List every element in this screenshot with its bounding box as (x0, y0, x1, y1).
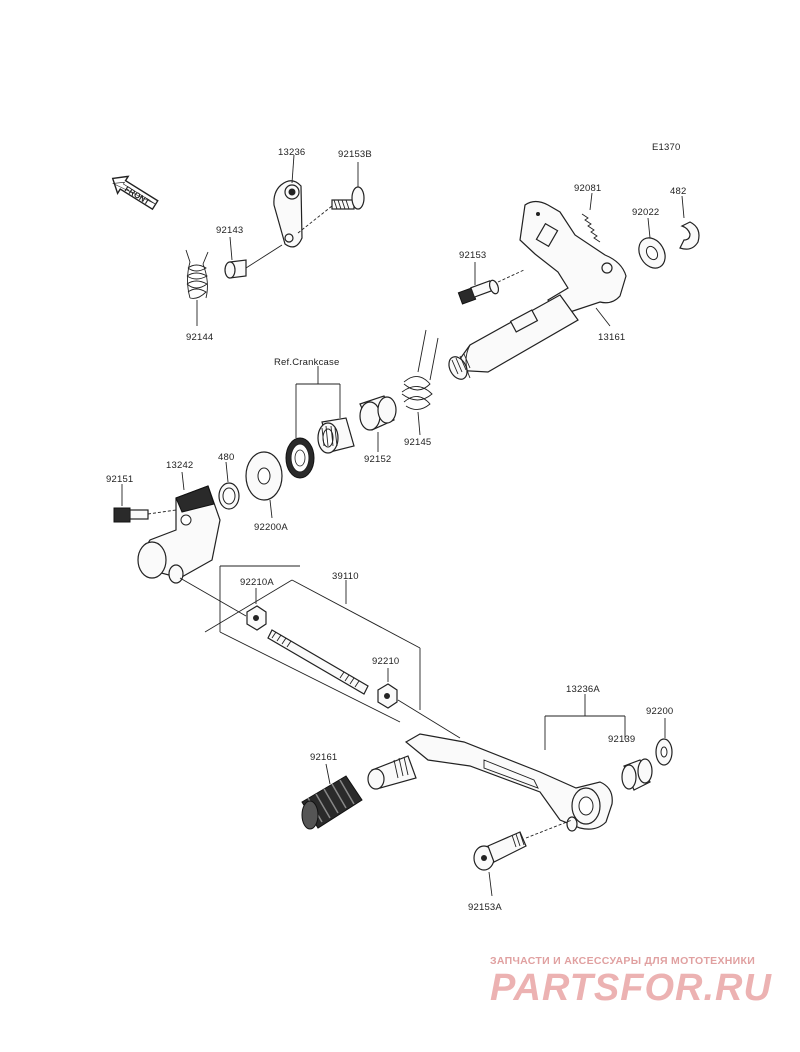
part-13236a-pedal (367, 733, 613, 832)
watermark-tagline: ЗАПЧАСТИ И АКСЕССУАРЫ ДЛЯ МОТОТЕХНИКИ (490, 955, 755, 967)
label-13236: 13236 (278, 147, 305, 158)
part-92153-bolt (457, 262, 525, 305)
part-480-circlip (218, 461, 240, 510)
part-482-circlip (679, 195, 700, 250)
part-13161-shift-shaft (448, 200, 627, 380)
diagram-code: E1370 (652, 142, 680, 153)
part-92145-spring (401, 329, 439, 436)
ref-crankcase-label: Ref.Crankcase (274, 357, 339, 368)
label-39110: 39110 (332, 571, 359, 582)
label-92143: 92143 (216, 225, 243, 236)
part-92139-collar (621, 758, 653, 791)
label-92200a: 92200A (254, 522, 288, 533)
label-482: 482 (670, 186, 686, 197)
label-92144: 92144 (186, 332, 213, 343)
label-92153: 92153 (459, 250, 486, 261)
part-oil-seal (285, 437, 315, 479)
part-92081-spring (581, 192, 601, 243)
part-92161-rubber (301, 763, 363, 830)
part-92151-bolt (113, 484, 177, 523)
ref-crankcase-bracket (295, 366, 341, 438)
part-39110-bracket (204, 565, 421, 723)
label-480: 480 (218, 452, 234, 463)
part-92200-washer (655, 718, 673, 766)
label-92151: 92151 (106, 474, 133, 485)
part-92210-nut (377, 668, 461, 739)
label-92153a: 92153A (468, 902, 502, 913)
label-92139: 92139 (608, 734, 635, 745)
label-92152: 92152 (364, 454, 391, 465)
label-13236a: 13236A (566, 684, 600, 695)
label-92022: 92022 (632, 207, 659, 218)
label-92145: 92145 (404, 437, 431, 448)
part-92200a-washer (245, 451, 283, 519)
part-92152-collar (359, 395, 397, 452)
label-92210: 92210 (372, 656, 399, 667)
label-92200: 92200 (646, 706, 673, 717)
label-92153b: 92153B (338, 149, 372, 160)
part-92153a-bolt (473, 819, 573, 897)
watermark-brand: PARTSFOR.RU (490, 967, 772, 1009)
part-92022-washer (638, 217, 666, 269)
label-92081: 92081 (574, 183, 601, 194)
label-13161: 13161 (598, 332, 625, 343)
part-tie-rod (267, 629, 369, 695)
part-92153b-bolt (297, 162, 365, 234)
label-13242: 13242 (166, 460, 193, 471)
part-92210a-nut (179, 577, 267, 631)
front-arrow-icon: FRONT (111, 175, 159, 211)
part-needle-bearing (317, 417, 355, 454)
part-92143-collar (224, 236, 283, 279)
label-92210a: 92210A (240, 577, 274, 588)
part-92144-spring (185, 249, 209, 326)
label-92161: 92161 (310, 752, 337, 763)
part-13242-lever (137, 471, 221, 584)
part-13236-link (273, 154, 303, 248)
